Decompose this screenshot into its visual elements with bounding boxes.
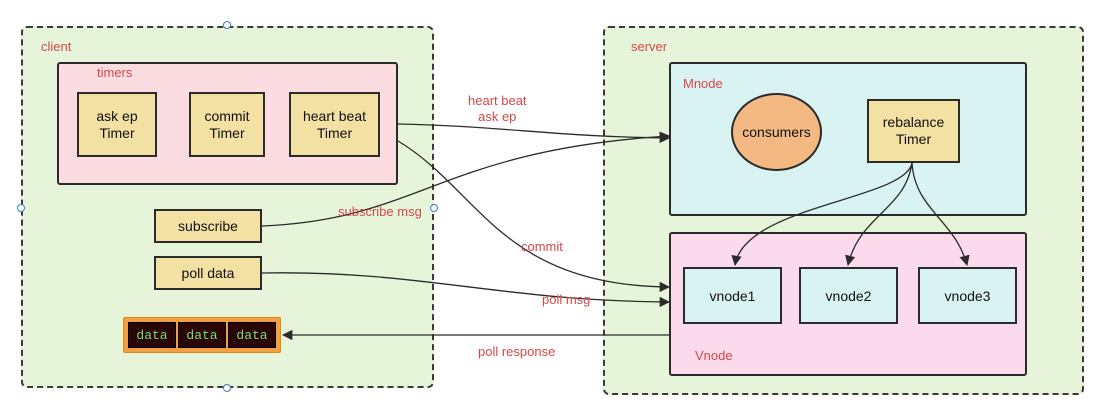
mnode-label: Mnode <box>683 76 723 91</box>
poll-data-box[interactable]: poll data <box>154 256 262 290</box>
subscribe-box[interactable]: subscribe <box>154 209 262 243</box>
rebalance-vnode2-edge <box>845 162 913 267</box>
data-cell-3: data <box>228 322 276 348</box>
timers-label: timers <box>97 65 133 80</box>
resize-handle-right[interactable] <box>430 204 438 212</box>
heart-beat-edge <box>397 123 671 144</box>
resize-handle-bottom[interactable] <box>223 384 231 392</box>
subscribe-msg-label: subscribe msg <box>338 204 422 219</box>
commit-timer[interactable]: commit Timer <box>189 92 265 157</box>
rebalance-timer[interactable]: rebalance Timer <box>867 99 960 163</box>
data-cell-2: data <box>178 322 226 348</box>
data-buffer[interactable]: data data data <box>123 317 281 353</box>
subscribe-edge <box>261 131 671 227</box>
poll-msg-label: poll msg <box>542 292 591 307</box>
vnode1-node[interactable]: vnode1 <box>683 267 782 324</box>
vnode-label: Vnode <box>695 348 733 363</box>
commit-edge <box>397 140 671 293</box>
vnode3-node[interactable]: vnode3 <box>918 267 1017 324</box>
mnode-container[interactable] <box>669 62 1027 216</box>
resize-handle-left[interactable] <box>17 204 25 212</box>
heart-beat-timer[interactable]: heart beat Timer <box>289 92 380 157</box>
heart-beat-ask-ep-label: heart beat ask ep <box>468 93 527 124</box>
poll-msg-edge <box>261 272 671 308</box>
rebalance-vnode3-edge <box>911 162 970 267</box>
vnode2-node[interactable]: vnode2 <box>799 267 898 324</box>
commit-label: commit <box>521 239 563 254</box>
rebalance-vnode1-edge <box>731 162 913 267</box>
ask-ep-timer[interactable]: ask ep Timer <box>77 92 157 157</box>
server-label: server <box>631 39 668 54</box>
consumers-node[interactable]: consumers <box>731 93 822 171</box>
poll-response-label: poll response <box>478 344 556 359</box>
client-label: client <box>41 39 72 54</box>
resize-handle-top[interactable] <box>223 21 231 29</box>
data-cell-1: data <box>128 322 176 348</box>
